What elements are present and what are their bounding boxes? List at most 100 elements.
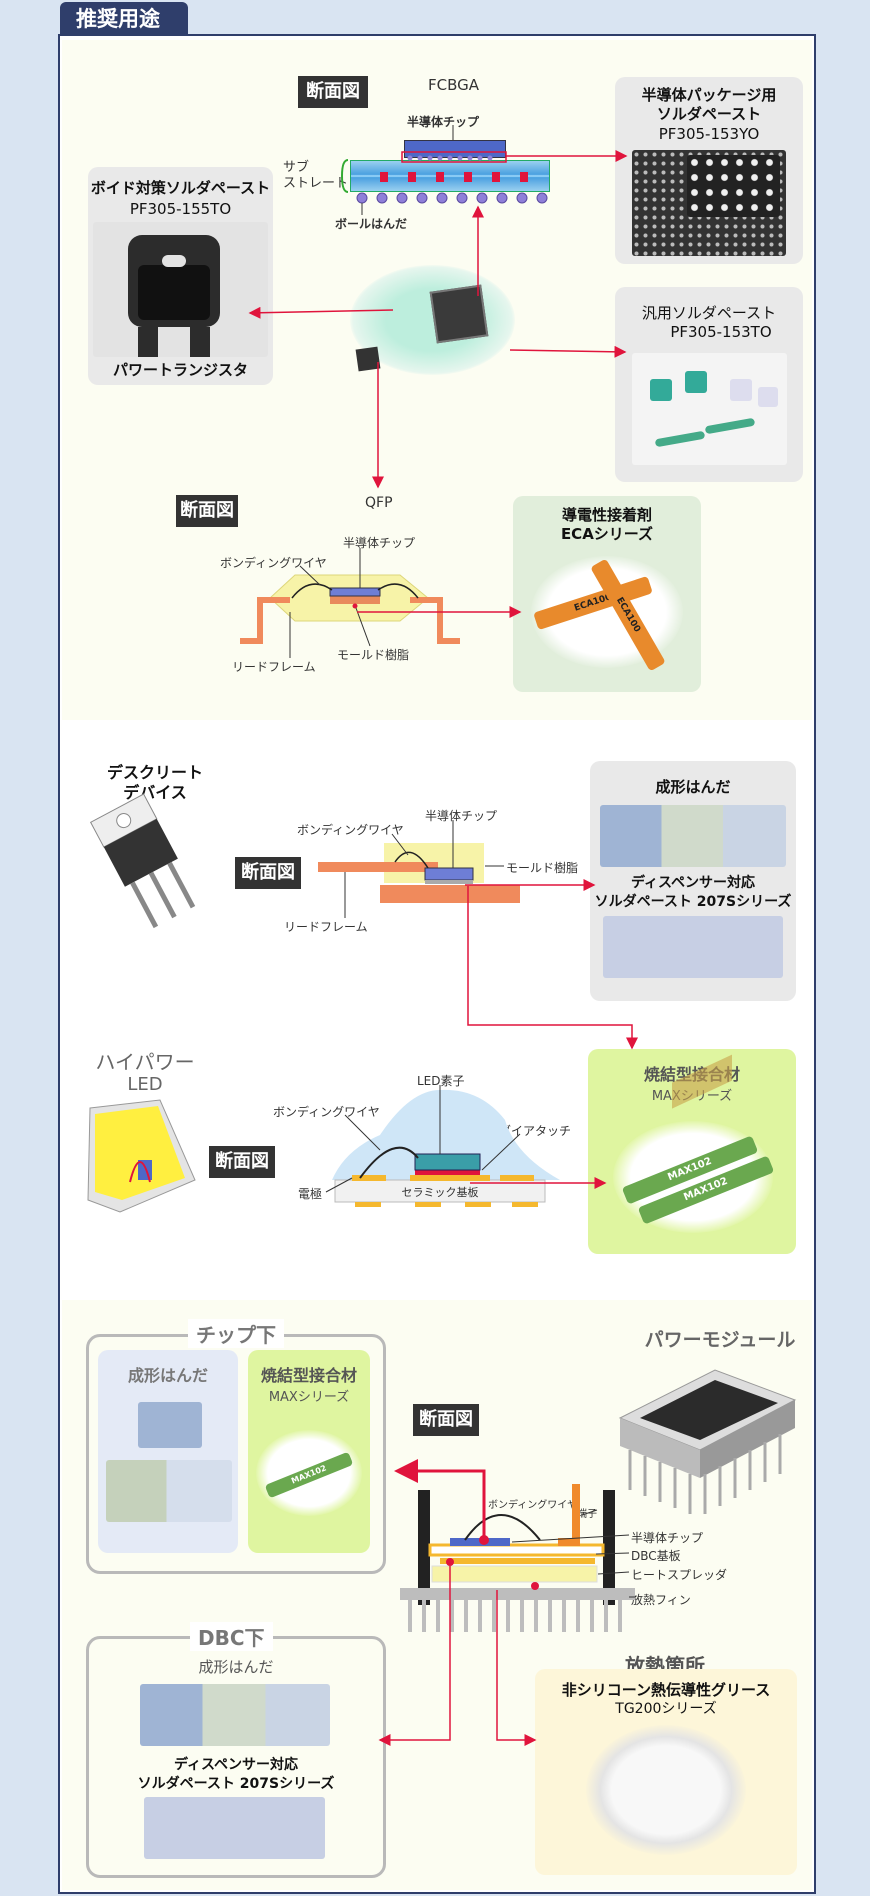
heat-attach-dot xyxy=(531,1582,539,1590)
arrow-to-dbc-under xyxy=(378,1566,451,1746)
fin-base xyxy=(400,1588,635,1600)
jar-white-2 xyxy=(758,387,778,407)
void-solder-code: PF305-155TO xyxy=(129,200,232,218)
arrow-to-thermal-grease xyxy=(496,1590,537,1746)
section1-arrows xyxy=(248,150,628,489)
to220-package xyxy=(89,793,196,929)
void-solder-title: ボイド対策ソルダペースト xyxy=(90,179,271,197)
qfp-wire-pointer xyxy=(299,565,321,586)
module-terminal xyxy=(572,1484,580,1546)
led-element xyxy=(414,1153,481,1171)
module-bond-wire xyxy=(464,1514,541,1541)
discrete-lead-left xyxy=(318,862,438,872)
heat-code: TG200シリーズ xyxy=(615,1701,717,1717)
package-solder-code: PF305-153YO xyxy=(658,125,760,143)
electrode-left xyxy=(352,1175,386,1181)
qfp-wire-left xyxy=(291,583,333,599)
chip-label: 半導体チップ xyxy=(407,115,480,129)
qfp-wire-right xyxy=(377,583,419,599)
general-solder-title: 汎用ソルダペースト xyxy=(641,304,777,322)
transistor-xray-lead-1 xyxy=(138,327,158,357)
arrow-to-sinter-led xyxy=(467,886,638,1050)
dbc-pointer xyxy=(595,1552,630,1555)
qfp-die-attach-dot xyxy=(352,603,358,609)
transistor-xray-lead-2 xyxy=(190,327,210,357)
qfp-lead-right xyxy=(410,597,460,644)
module-bonding-wire-label: ボンディングワイヤ xyxy=(488,1500,577,1511)
to220-body xyxy=(103,818,178,887)
discrete-arrows xyxy=(465,879,638,1050)
electrode-pointer xyxy=(325,1177,353,1193)
led-bonding-wire-label: ボンディングワイヤ xyxy=(273,1105,380,1119)
qfp-chip-label: 半導体チップ xyxy=(343,536,416,550)
preform1-title: 成形はんだ xyxy=(655,778,731,796)
cross-section-label-module: 断面図 xyxy=(413,1404,479,1436)
heat-spreader-label: ヒートスプレッダ xyxy=(631,1568,728,1582)
cross-section-label-fcbga: 断面図 xyxy=(298,76,368,108)
preform2-photo-top xyxy=(138,1402,202,1448)
product-card-eca: 導電性接着剤 ECAシリーズ ECA100 ECA100 xyxy=(513,496,701,692)
package-solder-title: 半導体パッケージ用 ソルダペースト xyxy=(641,86,777,123)
qfp-label: QFP xyxy=(365,495,393,511)
product-card-thermal-grease: 非シリコーン熱伝導性グリース TG200シリーズ xyxy=(535,1669,797,1875)
led-package-illustration xyxy=(87,1099,196,1213)
heat-spreader xyxy=(431,1565,598,1583)
ball-solder-label: ボールはんだ xyxy=(335,217,408,231)
module-case-right xyxy=(603,1490,615,1605)
jar-white-1 xyxy=(730,379,752,401)
dbc-under-title: DBC下 xyxy=(190,1622,273,1651)
discrete-lead-frame xyxy=(380,885,520,903)
module-cavity xyxy=(640,1380,778,1440)
die-attach-label: ダイアタッチ xyxy=(499,1124,572,1138)
electrode-label: 電極 xyxy=(298,1187,323,1201)
led-glow xyxy=(95,1106,185,1200)
high-power-led-label-2: LED xyxy=(127,1074,163,1095)
ceramic-bottom-pads xyxy=(355,1202,538,1207)
module-chip-label: 半導体チップ xyxy=(631,1531,704,1545)
high-power-led-label-1: ハイパワー xyxy=(95,1050,195,1074)
qfp-lead-frame-label: リードフレーム xyxy=(232,660,316,674)
led-wire-pointer xyxy=(344,1114,381,1151)
preform2-title: 成形はんだ xyxy=(127,1366,208,1385)
electrode-right xyxy=(500,1175,534,1181)
led-element-label: LED素子 xyxy=(417,1074,465,1088)
discrete-lead-frame-label: リードフレーム xyxy=(284,920,368,934)
preform2-photo-bottom xyxy=(106,1460,232,1522)
arrow-to-general-solder xyxy=(509,345,627,358)
led-lens xyxy=(332,1089,560,1180)
led-wire xyxy=(129,1161,151,1183)
discrete-mold-label: モールド樹脂 xyxy=(506,861,579,875)
discrete-wire xyxy=(394,851,429,869)
section-header: 推奨用途 xyxy=(60,2,188,36)
dbc-label: DBC基板 xyxy=(631,1549,681,1563)
qfp-mold-pointer xyxy=(355,607,371,647)
terminal-pointer xyxy=(581,1509,598,1516)
led-die-attach xyxy=(415,1170,480,1175)
die-pad-led xyxy=(410,1175,490,1181)
cross-section-label-qfp: 断面図 xyxy=(176,495,238,527)
transistor-xray-die xyxy=(138,265,210,320)
substrate-label: サブ ストレート xyxy=(283,160,349,191)
dbc-lower xyxy=(440,1558,595,1564)
fcbga-bumps xyxy=(380,172,528,182)
module-terminal-foot xyxy=(558,1538,580,1546)
transistor-xray-hole xyxy=(162,255,186,267)
chip-under-title: チップ下 xyxy=(188,1319,284,1348)
eca-title: 導電性接着剤 ECAシリーズ xyxy=(560,506,654,543)
module-fins xyxy=(628,1434,782,1514)
power-transistor-label: パワートランジスタ xyxy=(112,361,248,379)
ceramic-label-svg: セラミック基板 xyxy=(402,1185,479,1199)
fin-label: 放熱フィン xyxy=(631,1593,691,1607)
heat-spreader-pointer xyxy=(597,1571,630,1575)
module-side-right xyxy=(700,1400,795,1478)
general-solder-code: PF305-153TO xyxy=(670,323,772,341)
qfp-mold-label: モールド樹脂 xyxy=(337,648,410,662)
dbc-attach-dot xyxy=(446,1558,454,1566)
terminal-label: 端子 xyxy=(577,1509,597,1520)
jar-green-1 xyxy=(650,379,672,401)
dispenser2-title: ディスペンサー対応 ソルダペースト 207Sシリーズ xyxy=(137,1757,335,1792)
product-card-package-solder: 半導体パッケージ用 ソルダペースト PF305-153YO xyxy=(615,77,803,264)
product-card-general-solder: 汎用ソルダペースト PF305-153TO xyxy=(615,287,803,482)
